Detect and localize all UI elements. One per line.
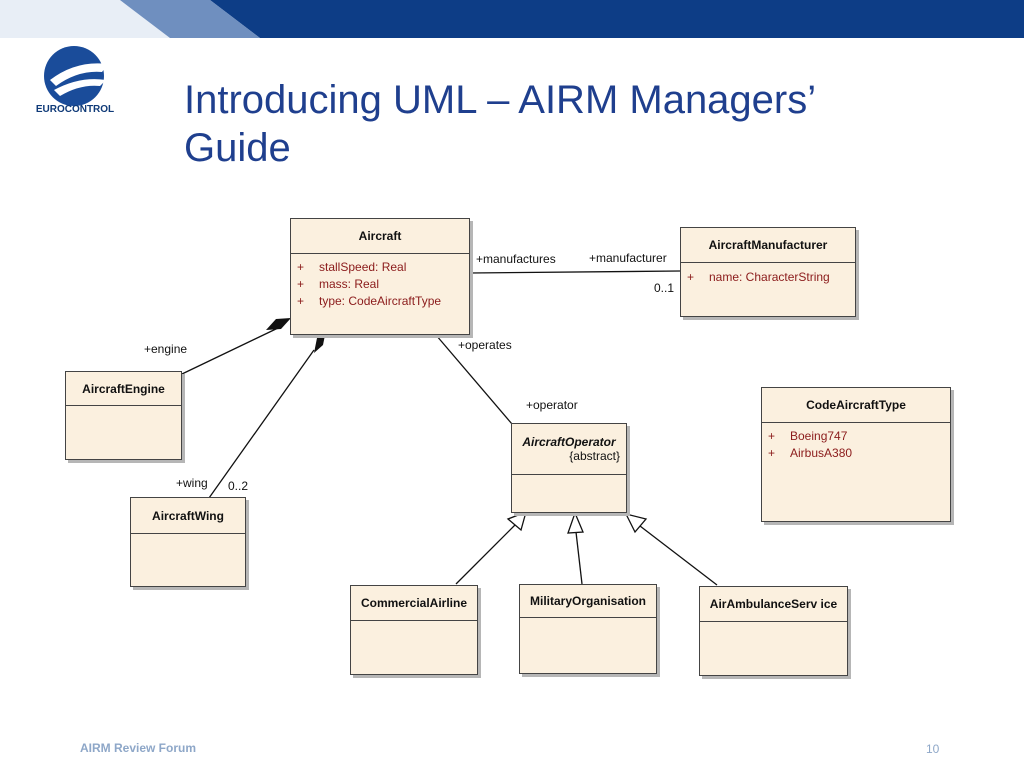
enum-literal-text: Boeing747 [790,429,848,443]
role-label-operator: +operator [526,398,578,412]
class-codetype-name: CodeAircraftType [806,398,906,412]
composition-engine-line [181,327,279,375]
class-operator-name: AircraftOperator [522,435,616,449]
role-label-engine: +engine [144,342,188,356]
class-ambulance-header: AirAmbulanceServ ice [700,587,847,622]
attribute-text: stallSpeed: Real [319,260,407,274]
enum-literal-row: + AirbusA380 [762,445,950,462]
class-wing-header: AircraftWing [131,498,245,534]
attribute-row: + type: CodeAircraftType [291,293,469,310]
generalization-military-line [575,531,583,585]
logo-wordmark: EUROCONTROL [35,104,115,115]
multiplicity-manufacturer: 0..1 [654,281,675,295]
multiplicity-wing: 0..2 [228,479,249,493]
role-label-manufacturer: +manufacturer [589,251,667,265]
class-operator-stereotype: {abstract} [569,449,620,463]
attribute-text: mass: Real [319,277,380,291]
class-operator-header: AircraftOperator {abstract} [512,424,626,475]
class-air-ambulance-service[interactable]: AirAmbulanceServ ice [699,586,848,676]
class-manufacturer-header: AircraftManufacturer [681,228,855,263]
visibility-marker: + [768,446,776,460]
attribute-row: + stallSpeed: Real [291,259,469,276]
class-commercial-airline[interactable]: CommercialAirline [350,585,478,675]
class-manufacturer-attributes: + name: CharacterString [681,263,855,286]
attribute-text: type: CodeAircraftType [319,294,442,308]
assoc-manufactures-line [469,270,681,274]
top-banner [0,0,1024,38]
class-ambulance-name: AirAmbulanceServ ice [709,597,838,611]
class-military-header: MilitaryOrganisation [520,585,656,618]
enum-literal-row: + Boeing747 [762,428,950,445]
composition-engine-diamond [266,318,291,330]
class-aircraft-operator[interactable]: AircraftOperator {abstract} [511,423,627,513]
attribute-row: + mass: Real [291,276,469,293]
class-wing-name: AircraftWing [152,508,224,523]
visibility-marker: + [768,429,776,443]
class-engine-header: AircraftEngine [66,372,181,406]
slide-title-line-2: Guide [184,126,291,170]
footer-forum-name: AIRM Review Forum [80,741,197,755]
class-aircraft-engine[interactable]: AircraftEngine [65,371,182,460]
class-aircraft[interactable]: Aircraft + stallSpeed: Real + mass: Real +… [290,218,470,335]
class-aircraft-manufacturer[interactable]: AircraftManufacturer + name: CharacterStr… [680,227,856,317]
visibility-marker: + [687,270,695,284]
visibility-marker: + [297,260,305,274]
class-military-organisation[interactable]: MilitaryOrganisation [519,584,657,674]
slide-title: Introducing UML – AIRM Managers’ Guide [184,76,904,172]
class-manufacturer-name: AircraftManufacturer [708,238,828,252]
role-label-operates: +operates [458,338,512,352]
generalization-military-arrow [567,511,584,534]
role-label-wing: +wing [176,476,208,490]
generalization-ambulance-arrow [624,513,648,534]
generalization-commercial-arrow [506,510,527,532]
enum-literal-text: AirbusA380 [790,446,853,460]
generalization-ambulance-line [639,525,718,586]
class-code-aircraft-type[interactable]: CodeAircraftType + Boeing747 + AirbusA380 [761,387,951,522]
composition-wing-diamond [314,330,326,353]
class-codetype-header: CodeAircraftType [762,388,950,423]
slide-title-line-1: Introducing UML – AIRM Managers’ [184,78,817,122]
attribute-text: name: CharacterString [709,270,830,284]
assoc-operates-line [435,334,513,425]
composition-wing-line [208,349,315,499]
generalization-commercial-line [455,523,517,585]
class-codetype-literals: + Boeing747 + AirbusA380 [762,423,950,462]
role-label-manufactures: +manufactures [476,252,556,266]
visibility-marker: + [297,294,305,308]
eurocontrol-logo [44,46,108,106]
class-aircraft-wing[interactable]: AircraftWing [130,497,246,587]
class-commercial-name: CommercialAirline [360,596,468,610]
visibility-marker: + [297,277,305,291]
attribute-row: + name: CharacterString [681,269,855,286]
class-aircraft-name: Aircraft [358,229,402,243]
page-number: 10 [926,742,940,756]
class-military-name: MilitaryOrganisation [529,594,647,608]
class-aircraft-attributes: + stallSpeed: Real + mass: Real + type: Cod… [291,254,469,310]
class-aircraft-header: Aircraft [291,219,469,254]
class-engine-name: AircraftEngine [82,381,165,396]
class-commercial-header: CommercialAirline [351,586,477,621]
